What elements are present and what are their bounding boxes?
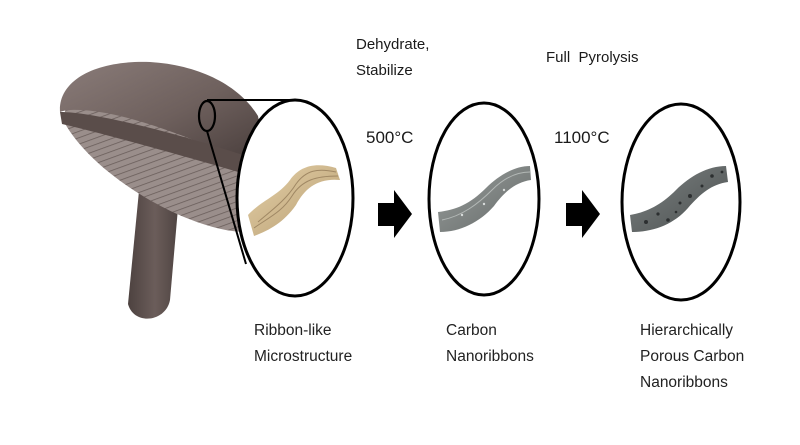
arrow-1-icon bbox=[378, 190, 412, 238]
stage-2-caption-line-1: Carbon bbox=[446, 318, 534, 344]
stage-2-magnified-view bbox=[429, 103, 539, 295]
stage-1-caption-line-1: Ribbon-like bbox=[254, 318, 352, 344]
stage-3-caption-line-3: Nanoribbons bbox=[640, 370, 744, 396]
stage-2-caption: Carbon Nanoribbons bbox=[446, 318, 534, 370]
stage-3-caption-line-1: Hierarchically bbox=[640, 318, 744, 344]
step-2-note-line-1: Full Pyrolysis bbox=[546, 45, 639, 71]
arrow-2-icon bbox=[566, 190, 600, 238]
stage-3-caption-line-2: Porous Carbon bbox=[640, 344, 744, 370]
stage-3-caption: Hierarchically Porous Carbon Nanoribbons bbox=[640, 318, 744, 396]
stage-3-magnified-view bbox=[622, 104, 740, 300]
step-1-note-line-2: Stabilize bbox=[356, 58, 429, 84]
step-2-note: Full Pyrolysis bbox=[546, 45, 639, 71]
step-1-temperature: 500°C bbox=[366, 128, 413, 148]
step-1-note: Dehydrate, Stabilize bbox=[356, 32, 429, 84]
stage-2-caption-line-2: Nanoribbons bbox=[446, 344, 534, 370]
step-2-temperature: 1100°C bbox=[554, 128, 610, 148]
stage-1-caption: Ribbon-like Microstructure bbox=[254, 318, 352, 370]
stage-1-caption-line-2: Microstructure bbox=[254, 344, 352, 370]
step-1-note-line-1: Dehydrate, bbox=[356, 32, 429, 58]
stage-1-magnified-view bbox=[237, 100, 353, 296]
